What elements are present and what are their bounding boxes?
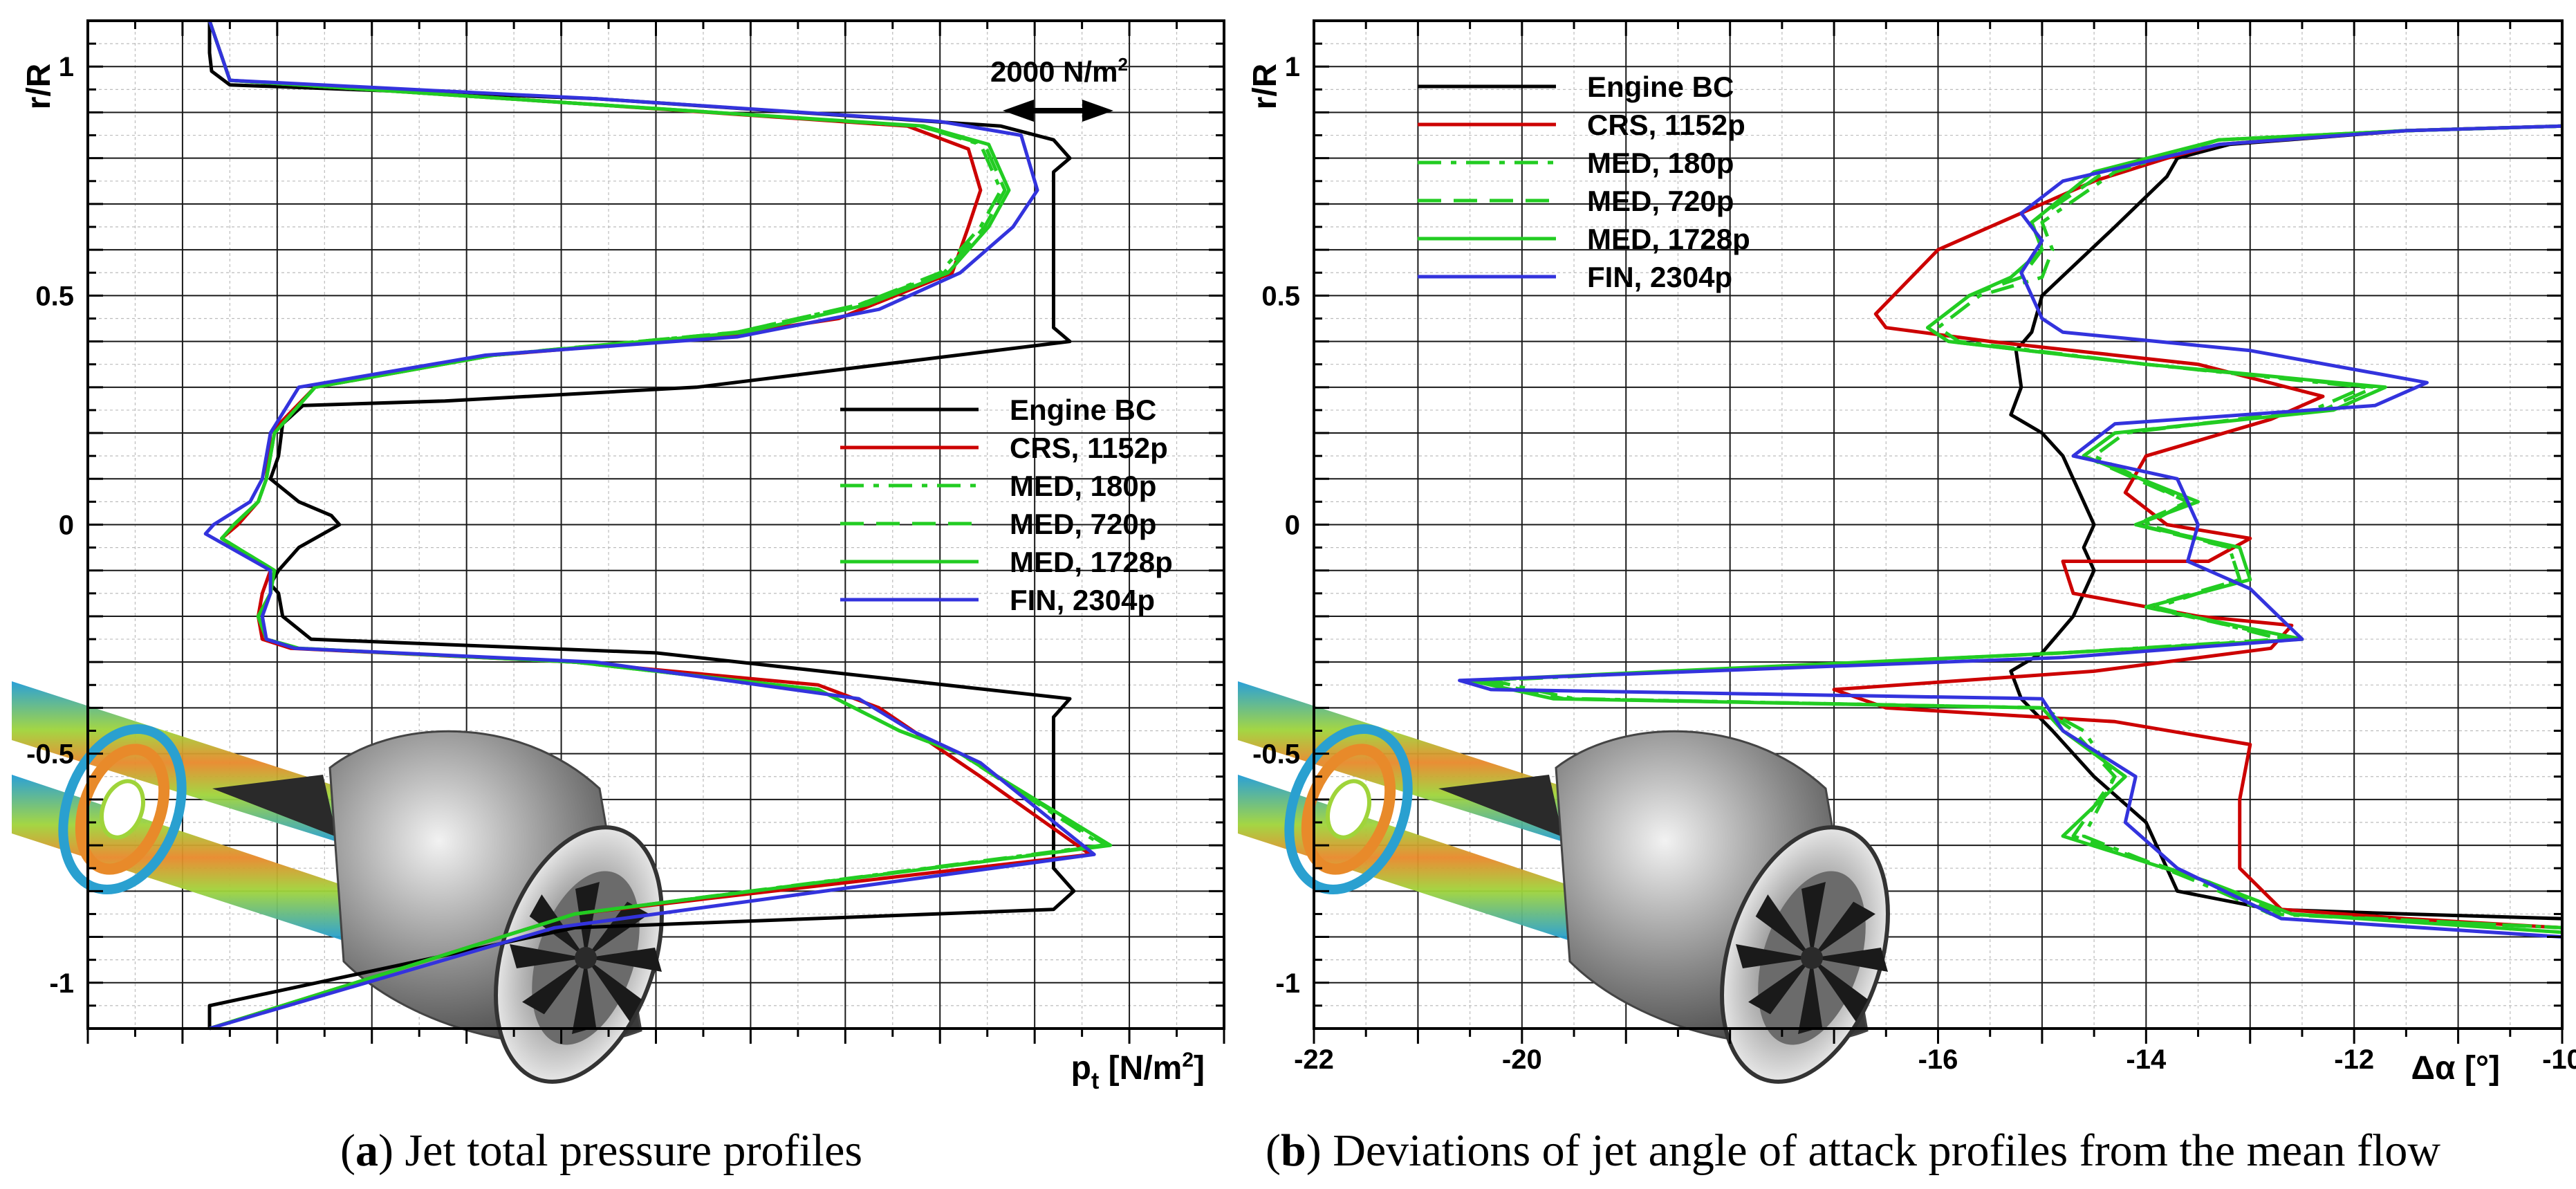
legend-label: MED, 1728p	[1587, 223, 1750, 255]
legend-label: MED, 180p	[1010, 470, 1156, 502]
caption-a: (a) Jet total pressure profiles	[340, 1125, 862, 1176]
x-axis-label: pt [N/m2]	[1071, 1049, 1205, 1094]
x-tick-label: -22	[1294, 1044, 1334, 1075]
y-tick-label: 0.5	[1261, 281, 1300, 311]
y-tick-label: 0	[59, 510, 74, 541]
y-tick-label: -0.5	[1252, 739, 1300, 770]
x-axis: pt [N/m2]	[86, 21, 1225, 1094]
series-line-engine-bc	[2009, 124, 2563, 921]
legend-label: MED, 720p	[1010, 508, 1156, 540]
y-tick-label: 0	[1285, 510, 1300, 541]
scale-bar-label: 2000 N/m2	[990, 54, 1128, 88]
y-tick-label: -0.5	[26, 739, 74, 770]
x-axis: -22 -20 -16 -14 -12 -10 Δα [°]	[1294, 21, 2576, 1087]
major-grid	[88, 21, 1224, 1029]
legend-label: FIN, 2304p	[1587, 261, 1732, 293]
x-axis-label: Δα [°]	[2411, 1050, 2500, 1087]
x-tick-label: -14	[2126, 1044, 2167, 1075]
y-tick-label: 0.5	[35, 281, 74, 311]
y-axis: 1 0.5 0 -0.5 -1 r/R	[21, 19, 1224, 1030]
series-line-med-1728p	[207, 20, 1113, 1031]
y-tick-label: 1	[1285, 52, 1300, 82]
y-tick-label: -1	[1275, 968, 1300, 999]
engine-illustration-b	[1238, 681, 1890, 1084]
legend-label: FIN, 2304p	[1010, 584, 1155, 616]
legend-label: Engine BC	[1587, 71, 1734, 103]
series-group	[1458, 124, 2563, 939]
x-tick-label: -12	[2334, 1044, 2374, 1075]
x-tick-label: -16	[1918, 1044, 1958, 1075]
legend-label: MED, 1728p	[1010, 546, 1173, 578]
scale-bar: 2000 N/m2	[990, 54, 1128, 122]
y-tick-label: -1	[49, 968, 74, 999]
series-group	[203, 20, 1113, 1031]
legend-label: MED, 720p	[1587, 185, 1734, 217]
legend-label: Engine BC	[1010, 394, 1156, 426]
caption-b: (b) Deviations of jet angle of attack pr…	[1266, 1125, 2440, 1176]
legend-label: CRS, 1152p	[1010, 432, 1168, 464]
y-axis: 1 0.5 0 -0.5 -1 r/R	[1247, 19, 2562, 1030]
series-line-crs-1152p	[1832, 124, 2563, 930]
legend-label: MED, 180p	[1587, 147, 1734, 179]
x-tick-label: -20	[1502, 1044, 1542, 1075]
x-tick-label: -10	[2542, 1044, 2576, 1075]
y-tick-label: 1	[59, 52, 74, 82]
series-line-fin-2304p	[203, 20, 1096, 1031]
series-line-fin-2304p	[1458, 124, 2563, 939]
series-line-engine-bc	[207, 21, 1076, 1029]
legend-label: CRS, 1152p	[1587, 109, 1745, 141]
y-axis-label: r/R	[21, 64, 57, 110]
y-axis-label: r/R	[1247, 64, 1284, 110]
panel-b-chart: 1 0.5 0 -0.5 -1 r/R -22 -20 -16 -14 -12 -10 Δα [°] En…	[1238, 19, 2576, 1087]
